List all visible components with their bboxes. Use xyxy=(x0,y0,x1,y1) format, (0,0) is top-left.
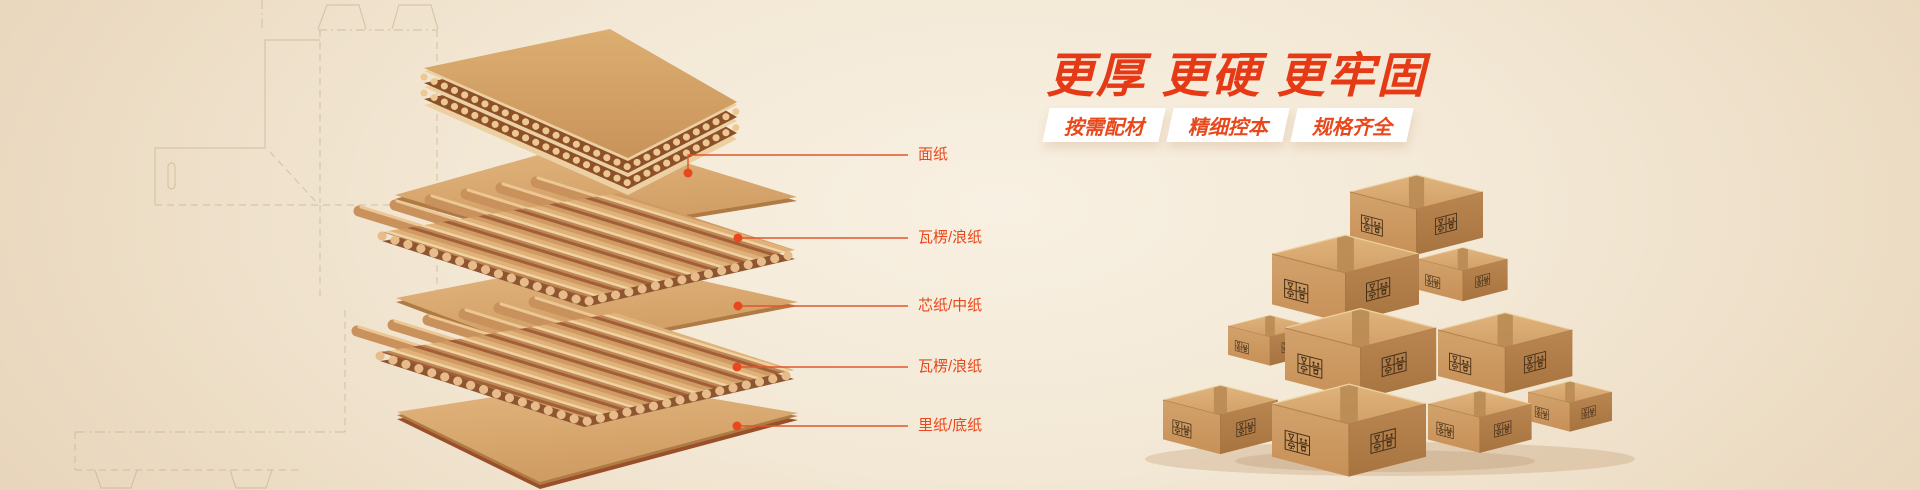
label-flute-paper-1: 瓦楞/浪纸 xyxy=(918,229,983,246)
assembled-board xyxy=(420,29,741,195)
badge-label: 精细控本 xyxy=(1188,116,1268,139)
corrugated-layers-illustration xyxy=(351,29,908,489)
leader-lines xyxy=(683,154,908,431)
badge-cost-control: 精细控本 xyxy=(1166,108,1290,142)
label-bottom-paper: 里纸/底纸 xyxy=(918,417,983,434)
label-flute-paper-2: 瓦楞/浪纸 xyxy=(918,358,983,375)
dieline-pattern xyxy=(74,0,439,489)
badge-material-on-demand: 按需配材 xyxy=(1042,108,1166,142)
badge-label: 按需配材 xyxy=(1064,116,1144,139)
badge-full-specs: 规格齐全 xyxy=(1290,108,1414,142)
layer-flute-1 xyxy=(353,176,800,307)
label-face-paper: 面纸 xyxy=(918,146,949,163)
headline: 更厚 更硬 更牢固 xyxy=(1046,50,1427,103)
badge-label: 规格齐全 xyxy=(1312,116,1392,139)
carton-box-pyramid xyxy=(1145,175,1635,477)
layer-flute-2 xyxy=(351,296,799,427)
layer-bottom-paper xyxy=(397,380,798,489)
label-middle-paper: 芯纸/中纸 xyxy=(918,297,983,314)
badge-row: 按需配材 精细控本 规格齐全 xyxy=(1042,108,1418,142)
